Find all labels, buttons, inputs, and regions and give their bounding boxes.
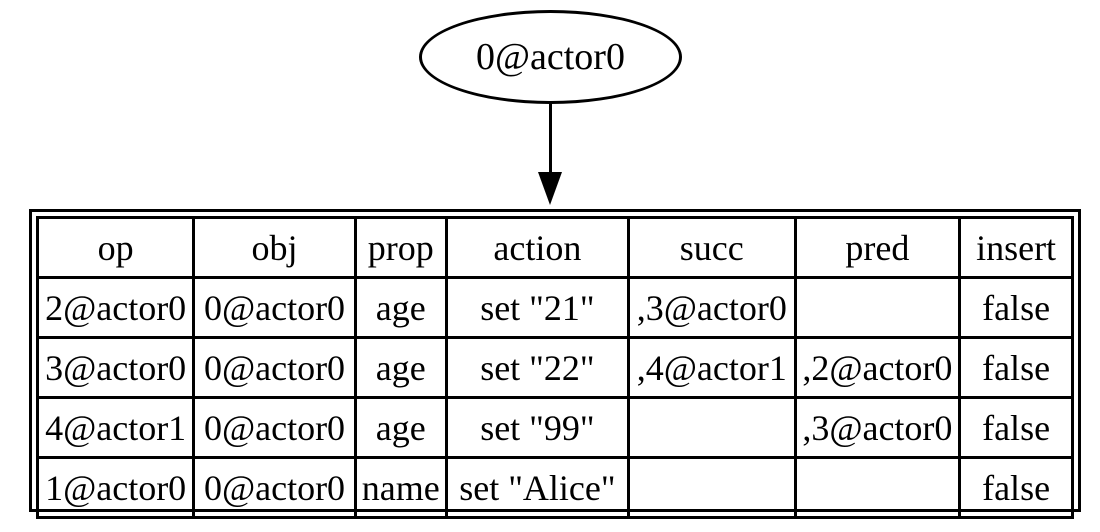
table-cell: 4@actor1 [35, 396, 196, 459]
table-cell: set "22" [444, 336, 630, 399]
header-cell-obj: obj [192, 216, 357, 279]
table-cell: 2@actor0 [35, 276, 196, 339]
table-cell: 0@actor0 [192, 336, 357, 399]
table-cell: false [958, 396, 1074, 459]
table-cell: ,2@actor0 [793, 336, 962, 399]
table-cell: false [958, 456, 1074, 519]
table-cell: name [353, 456, 448, 519]
table-cell: ,4@actor1 [626, 336, 797, 399]
table-cell: age [353, 276, 448, 339]
table-cell: false [958, 276, 1074, 339]
table-cell [793, 456, 962, 519]
table-row: 1@actor0 0@actor0 name set "Alice" false [35, 456, 1074, 519]
table-cell: ,3@actor0 [793, 396, 962, 459]
table-cell: age [353, 396, 448, 459]
table-row: 3@actor0 0@actor0 age set "22" ,4@actor1… [35, 336, 1074, 399]
table-cell: 0@actor0 [192, 276, 357, 339]
table-cell: set "Alice" [444, 456, 630, 519]
table-cell: age [353, 336, 448, 399]
header-cell-prop: prop [353, 216, 448, 279]
header-cell-insert: insert [958, 216, 1074, 279]
table-row: 4@actor1 0@actor0 age set "99" ,3@actor0… [35, 396, 1074, 459]
edge-line [549, 104, 552, 174]
table-cell: 1@actor0 [35, 456, 196, 519]
table-cell [793, 276, 962, 339]
arrow-down-icon [538, 172, 562, 205]
header-cell-pred: pred [793, 216, 962, 279]
header-cell-op: op [35, 216, 196, 279]
header-cell-succ: succ [626, 216, 797, 279]
table-cell: false [958, 336, 1074, 399]
table-cell: ,3@actor0 [626, 276, 797, 339]
node-label: 0@actor0 [476, 36, 625, 78]
table-cell [626, 456, 797, 519]
table-cell [626, 396, 797, 459]
table-row: 2@actor0 0@actor0 age set "21" ,3@actor0… [35, 276, 1074, 339]
table-cell: 3@actor0 [35, 336, 196, 399]
operations-table-grid: op obj prop action succ pred insert 2@ac… [35, 216, 1074, 519]
graph-node-ellipse: 0@actor0 [419, 10, 682, 104]
operations-table: op obj prop action succ pred insert 2@ac… [29, 209, 1081, 519]
table-cell: 0@actor0 [192, 396, 357, 459]
table-cell: 0@actor0 [192, 456, 357, 519]
table-cell: set "21" [444, 276, 630, 339]
table-cell: set "99" [444, 396, 630, 459]
header-cell-action: action [444, 216, 630, 279]
table-header-row: op obj prop action succ pred insert [35, 216, 1074, 279]
